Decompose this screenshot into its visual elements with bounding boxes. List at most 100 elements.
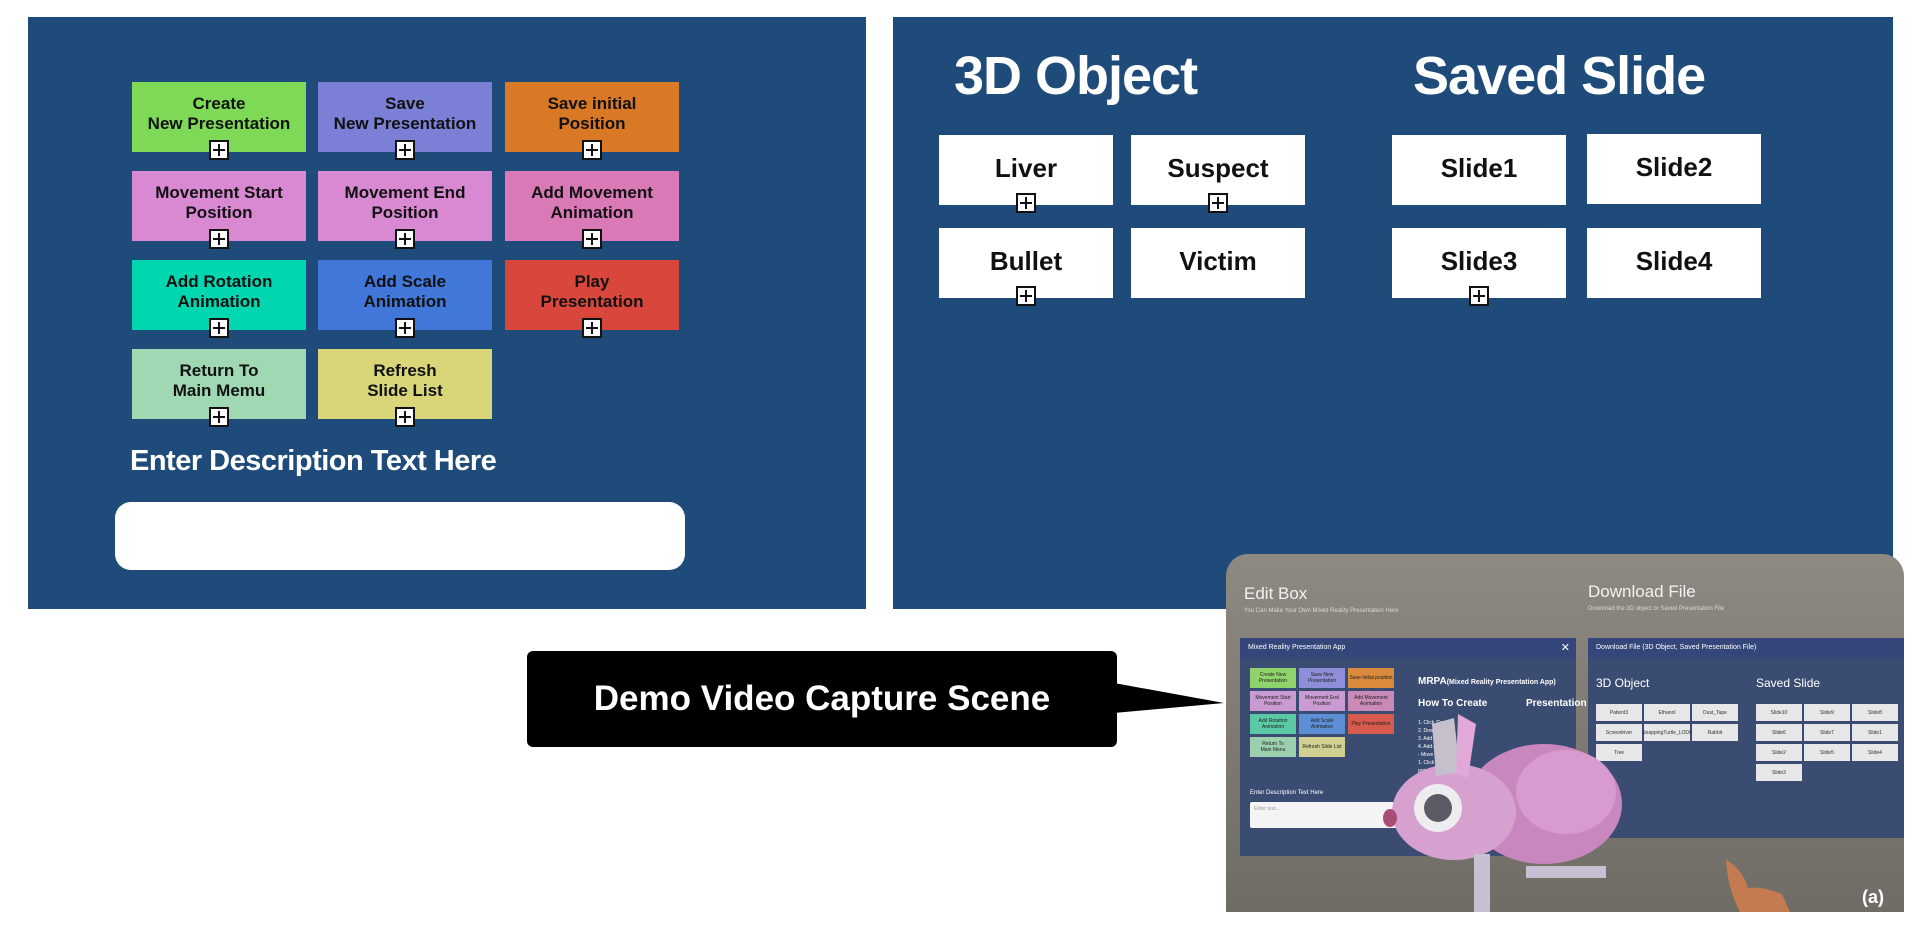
add-icon[interactable] (209, 140, 229, 160)
edit-button-label: Add Scale Animation (363, 272, 447, 311)
photo-mini-desc-input: Enter text... (1250, 802, 1400, 828)
photo-mini-object: Dust_Tape (1692, 704, 1738, 721)
photo-mini-slide: Slide9 (1804, 704, 1850, 721)
photo-slide-title: Saved Slide (1756, 676, 1821, 690)
photo-mini-slide: Slide6 (1756, 724, 1802, 741)
add-icon[interactable] (1016, 286, 1036, 306)
photo-mini-button: Save New Presentation (1299, 668, 1345, 688)
close-icon: ✕ (1903, 641, 1904, 654)
close-icon: ✕ (1560, 642, 1570, 654)
edit-button[interactable]: Create New Presentation (132, 82, 306, 160)
photo-howto-title-end: Presentation (1526, 698, 1587, 709)
slide-button-label: Slide2 (1635, 151, 1713, 182)
photo-right-window-bar: Download File (3D Object, Saved Presenta… (1588, 638, 1904, 658)
photo-howto-line: - Move forw (1418, 752, 1445, 758)
photo-mini-button: Refresh Slide List (1299, 737, 1345, 757)
photo-mini-slide: Slide7 (1804, 724, 1850, 741)
edit-button[interactable]: Save initial Position (505, 82, 679, 160)
photo-mrpa-title: MRPA(Mixed Reality Presentation App) (1418, 676, 1556, 687)
edit-button[interactable]: Save New Presentation (318, 82, 492, 160)
object-button-label: Bullet (989, 245, 1063, 276)
edit-button-label: Movement Start Position (155, 183, 283, 222)
edit-button-label: Play Presentation (540, 272, 644, 311)
photo-left-window-bar: Mixed Reality Presentation App ✕ (1240, 638, 1576, 658)
photo-mini-slide: Slide5 (1804, 744, 1850, 761)
photo-download-title: Download File (1588, 582, 1696, 601)
add-icon[interactable] (582, 318, 602, 338)
edit-button-label: Movement End Position (344, 183, 466, 222)
object-button[interactable]: Suspect (1131, 135, 1305, 213)
edit-button[interactable]: Refresh Slide List (318, 349, 492, 427)
object-section-title: 3D Object (954, 46, 1198, 106)
edit-panel: Create New Presentation Save New Presenta… (28, 17, 866, 609)
add-icon[interactable] (209, 318, 229, 338)
photo-mini-button: Movement End Position (1299, 691, 1345, 711)
photo-mini-button: Movement Start Position (1250, 691, 1296, 711)
photo-left-window-title: Mixed Reality Presentation App (1248, 644, 1346, 651)
slide-button-label: Slide3 (1440, 245, 1518, 276)
photo-mini-button: Add Movement Animation (1348, 691, 1394, 711)
photo-mini-object: Patient3 (1596, 704, 1642, 721)
photo-mini-desc-label: Enter Description Text Here (1250, 790, 1324, 796)
edit-button-label: Save New Presentation (333, 94, 477, 133)
demo-photo: Edit Box You Can Make Your Own Mixed Rea… (1226, 554, 1904, 912)
slide-section-title: Saved Slide (1413, 46, 1706, 106)
add-icon[interactable] (395, 140, 415, 160)
photo-howto-line: 1. Click 'Create (1418, 720, 1452, 726)
edit-button[interactable]: Add Scale Animation (318, 260, 492, 338)
photo-mini-button: Add Rotation Animation (1250, 714, 1296, 734)
edit-button[interactable]: Return To Main Memu (132, 349, 306, 427)
edit-button-label: Save initial Position (547, 94, 637, 133)
slide-button[interactable]: Slide4 (1587, 228, 1761, 298)
edit-button[interactable]: Play Presentation (505, 260, 679, 338)
edit-button-label: Create New Presentation (147, 94, 291, 133)
photo-mini-button: Add Scale Animation (1299, 714, 1345, 734)
slide-button-label: Slide4 (1635, 245, 1713, 276)
edit-button[interactable]: Movement End Position (318, 171, 492, 249)
object-button[interactable]: Victim (1131, 228, 1305, 298)
object-button[interactable]: Liver (939, 135, 1113, 213)
add-icon[interactable] (209, 229, 229, 249)
add-icon[interactable] (395, 318, 415, 338)
object-button-label: Suspect (1167, 152, 1269, 183)
object-button-label: Victim (1179, 245, 1257, 276)
callout-label: Demo Video Capture Scene (527, 651, 1117, 747)
photo-mini-object: Rabbit (1692, 724, 1738, 741)
add-icon[interactable] (395, 407, 415, 427)
photo-mini-button: Play Presentation (1348, 714, 1394, 734)
photo-mini-slide: Slide2 (1756, 744, 1802, 761)
rabbit-model (1383, 714, 1622, 912)
edit-button-label: Add Rotation Animation (165, 272, 273, 311)
add-icon[interactable] (582, 140, 602, 160)
photo-mini-desc-placeholder: Enter text... (1254, 806, 1280, 812)
objects-panel: 3D Object Saved Slide Liver Suspect Bull… (893, 17, 1893, 609)
edit-button[interactable]: Add Rotation Animation (132, 260, 306, 338)
add-icon[interactable] (209, 407, 229, 427)
edit-button[interactable]: Movement Start Position (132, 171, 306, 249)
slide-button[interactable]: Slide3 (1392, 228, 1566, 306)
photo-mini-object: Tree (1596, 744, 1642, 761)
add-icon[interactable] (1469, 286, 1489, 306)
photo-mini-slide: Slide1 (1852, 724, 1898, 741)
hand-image (1726, 860, 1790, 912)
add-icon[interactable] (582, 229, 602, 249)
object-button[interactable]: Bullet (939, 228, 1113, 306)
photo-object-title: 3D Object (1596, 676, 1650, 690)
photo-right-window-title: Download File (3D Object, Saved Presenta… (1596, 644, 1757, 651)
photo-howto-line: 4. Add Anima (1418, 744, 1448, 750)
description-label: Enter Description Text Here (130, 445, 497, 477)
slide-button[interactable]: Slide1 (1392, 135, 1566, 205)
edit-button[interactable]: Add Movement Animation (505, 171, 679, 249)
photo-mini-button: Save Initial position (1348, 668, 1394, 688)
description-input[interactable] (115, 502, 685, 570)
add-icon[interactable] (1208, 193, 1228, 213)
add-icon[interactable] (395, 229, 415, 249)
photo-download-subtitle: Download the 3D object or Saved Presenta… (1588, 606, 1725, 612)
slide-button[interactable]: Slide2 (1587, 134, 1761, 204)
photo-mini-object: Screwdriver (1596, 724, 1642, 741)
add-icon[interactable] (1016, 193, 1036, 213)
edit-button-label: Refresh Slide List (367, 361, 443, 400)
photo-howto-title: How To Create (1418, 698, 1488, 709)
edit-button-label: Add Movement Animation (531, 183, 653, 222)
photo-mini-slide: Slide8 (1852, 704, 1898, 721)
